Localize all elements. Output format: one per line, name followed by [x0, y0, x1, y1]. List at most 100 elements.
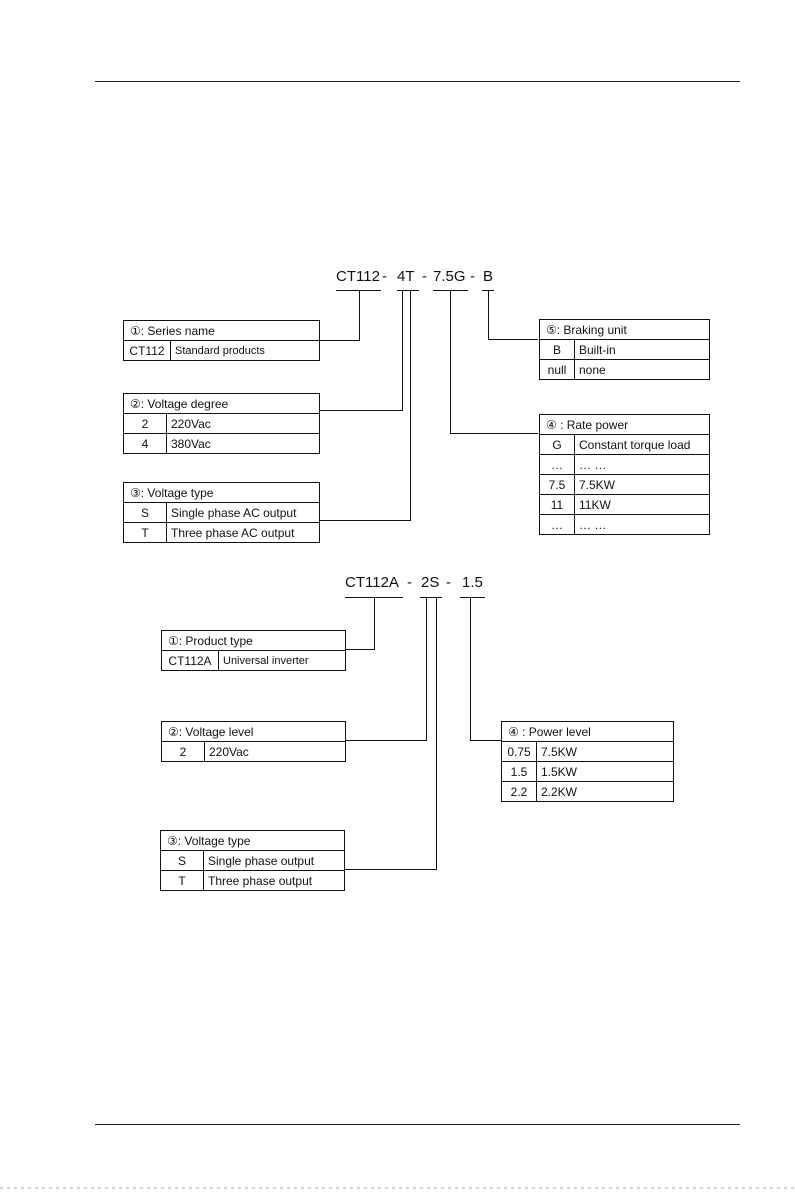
voltage-level-table: ②: Voltage level 2 220Vac — [161, 721, 346, 762]
power-level-title: ④ : Power level — [501, 721, 674, 742]
series-name-title: ①: Series name — [123, 320, 320, 341]
table-row: 2.2 2.2KW — [501, 781, 674, 802]
series-desc: Standard products — [170, 340, 320, 361]
code-b-product: CT112A — [345, 574, 399, 591]
code-b-dash-1: - — [407, 574, 412, 591]
product-type-table: ①: Product type CT112A Universal inverte… — [161, 630, 346, 671]
connector-a-type — [410, 290, 411, 521]
rate-power-title: ④ : Rate power — [539, 414, 710, 435]
table-row: 2 220Vac — [161, 741, 346, 762]
voltage-type-b-title: ③: Voltage type — [160, 830, 345, 851]
code-b-dash-2: - — [446, 574, 451, 591]
voltage-type-b-desc: Single phase output — [203, 850, 345, 871]
connector-b-product-h — [345, 649, 375, 650]
voltage-type-desc: Single phase AC output — [166, 502, 320, 523]
voltage-level-title: ②: Voltage level — [161, 721, 346, 742]
power-level-desc: 2.2KW — [536, 781, 674, 802]
connector-b-power-h — [470, 740, 502, 741]
braking-code: B — [539, 339, 575, 360]
product-type-title: ①: Product type — [161, 630, 346, 651]
voltage-level-desc: 220Vac — [204, 741, 346, 762]
table-row: CT112 Standard products — [123, 340, 320, 361]
voltage-level-code: 2 — [161, 741, 205, 762]
voltage-degree-table: ②: Voltage degree 2 220Vac 4 380Vac — [123, 393, 320, 454]
voltage-degree-code: 4 — [123, 433, 167, 454]
table-row: 11 11KW — [539, 494, 710, 515]
connector-b-voltage — [426, 597, 427, 741]
voltage-degree-desc: 380Vac — [166, 433, 320, 454]
table-row: … … … — [539, 514, 710, 535]
braking-unit-title: ⑤: Braking unit — [539, 319, 710, 340]
table-row: null none — [539, 359, 710, 380]
power-level-desc: 1.5KW — [536, 761, 674, 782]
product-type-code: CT112A — [161, 650, 219, 671]
power-level-code: 2.2 — [501, 781, 537, 802]
code-a-dash-1: - — [382, 268, 387, 285]
underline-a-voltage — [397, 290, 419, 291]
rate-power-table: ④ : Rate power G Constant torque load … … — [539, 414, 710, 535]
underline-b-voltage — [420, 597, 442, 598]
footer-rule — [95, 1124, 740, 1125]
connector-b-type — [436, 597, 437, 870]
code-b-power: 1.5 — [462, 574, 483, 591]
table-row: T Three phase AC output — [123, 522, 320, 543]
power-level-code: 0.75 — [501, 741, 537, 762]
table-row: 2 220Vac — [123, 413, 320, 434]
voltage-type-desc: Three phase AC output — [166, 522, 320, 543]
rate-power-desc: 11KW — [574, 494, 710, 515]
bottom-dotted-border — [0, 1187, 795, 1189]
rate-power-desc: … … — [574, 454, 710, 475]
code-a-power: 7.5G — [433, 268, 466, 285]
voltage-type-b-desc: Three phase output — [203, 870, 345, 891]
voltage-type-b-code: S — [160, 850, 204, 871]
table-row: 0.75 7.5KW — [501, 741, 674, 762]
underline-a-series — [336, 290, 381, 291]
power-level-desc: 7.5KW — [536, 741, 674, 762]
voltage-degree-title: ②: Voltage degree — [123, 393, 320, 414]
connector-b-type-h — [345, 869, 437, 870]
voltage-type-table: ③: Voltage type S Single phase AC output… — [123, 482, 320, 543]
table-row: … … … — [539, 454, 710, 475]
code-a-brake: B — [483, 268, 494, 285]
voltage-type-code: T — [123, 522, 167, 543]
rate-power-code: 7.5 — [539, 474, 575, 495]
rate-power-code: … — [539, 514, 575, 535]
rate-power-desc: … … — [574, 514, 710, 535]
connector-a-brake — [488, 290, 489, 340]
voltage-type-b-code: T — [160, 870, 204, 891]
table-row: 4 380Vac — [123, 433, 320, 454]
table-row: 7.5 7.5KW — [539, 474, 710, 495]
table-row: T Three phase output — [160, 870, 345, 891]
voltage-type-code: S — [123, 502, 167, 523]
connector-a-voltage — [402, 290, 403, 411]
braking-desc: none — [574, 359, 710, 380]
table-row: CT112A Universal inverter — [161, 650, 346, 671]
header-rule — [95, 81, 740, 82]
braking-desc: Built-in — [574, 339, 710, 360]
connector-a-type-h — [319, 520, 411, 521]
rate-power-desc: 7.5KW — [574, 474, 710, 495]
code-a-dash-2: - — [422, 268, 427, 285]
code-a-series: CT112 — [336, 268, 380, 285]
product-type-desc: Universal inverter — [218, 650, 346, 671]
voltage-type-title: ③: Voltage type — [123, 482, 320, 503]
rate-power-code: G — [539, 434, 575, 455]
code-b-voltage: 2S — [421, 574, 440, 591]
series-name-table: ①: Series name CT112 Standard products — [123, 320, 320, 361]
code-a-dash-3: - — [470, 268, 475, 285]
connector-a-power-h — [450, 433, 538, 434]
connector-b-product — [374, 597, 375, 650]
series-code: CT112 — [123, 340, 171, 361]
braking-unit-table: ⑤: Braking unit B Built-in null none — [539, 319, 710, 380]
connector-a-power — [450, 290, 451, 434]
power-level-table: ④ : Power level 0.75 7.5KW 1.5 1.5KW 2.2… — [501, 721, 674, 802]
voltage-degree-code: 2 — [123, 413, 167, 434]
connector-a-voltage-h — [319, 410, 403, 411]
rate-power-desc: Constant torque load — [574, 434, 710, 455]
connector-b-voltage-h — [345, 740, 427, 741]
connector-a-brake-h — [488, 339, 538, 340]
table-row: B Built-in — [539, 339, 710, 360]
code-a-voltage: 4T — [397, 268, 415, 285]
table-row: 1.5 1.5KW — [501, 761, 674, 782]
underline-b-power — [460, 597, 485, 598]
